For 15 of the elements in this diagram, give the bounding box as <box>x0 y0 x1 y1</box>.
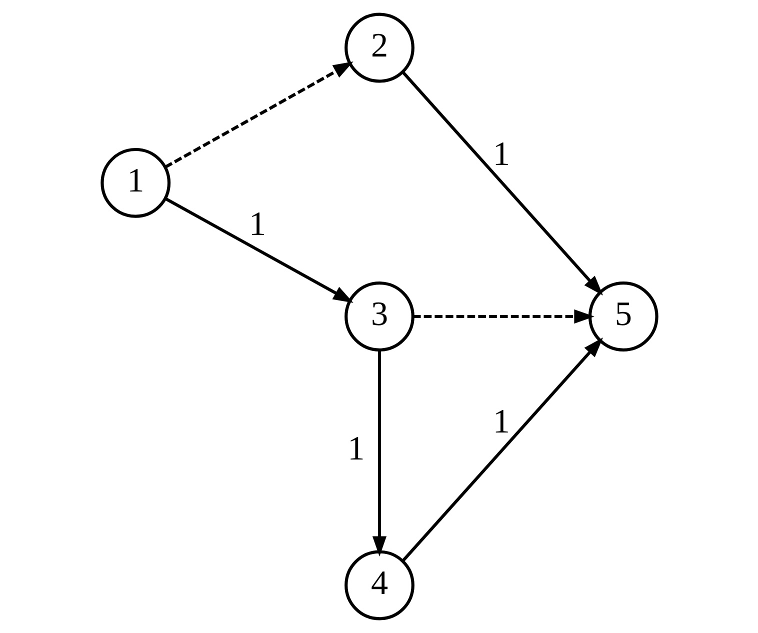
arrow <box>164 62 353 168</box>
node-circle: 1 <box>100 148 170 218</box>
edge-label: 1 <box>492 136 510 174</box>
edge-label: 1 <box>347 430 364 468</box>
edge-label: 1 <box>492 403 510 440</box>
node-circle: 4 <box>344 550 414 620</box>
arrow <box>401 337 603 562</box>
node-circle: 5 <box>588 282 658 352</box>
node-circle: 2 <box>344 12 414 83</box>
arrow <box>164 197 353 303</box>
arrow <box>412 309 594 324</box>
edge-label: 1 <box>248 206 266 244</box>
arrow <box>372 350 386 556</box>
arrow <box>401 71 603 296</box>
node-circle: 3 <box>344 282 414 352</box>
